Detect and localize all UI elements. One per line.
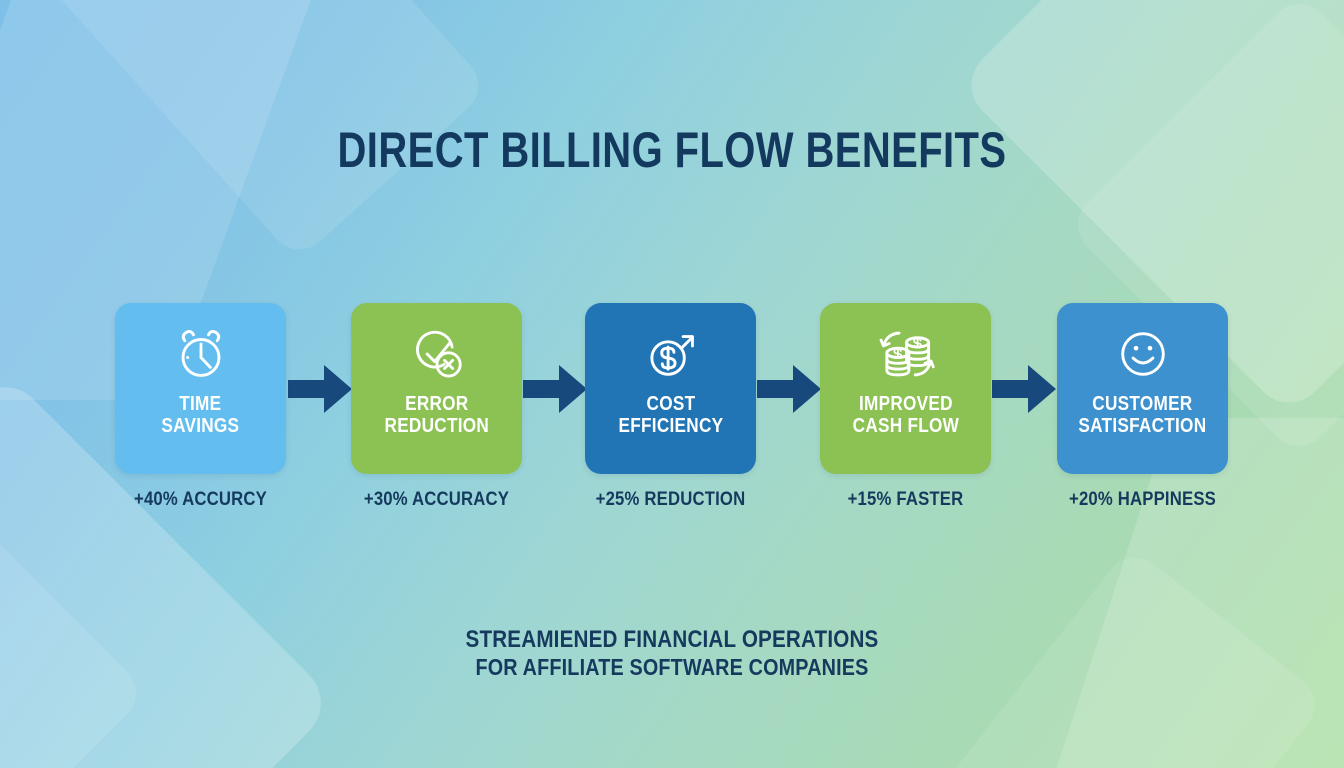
arrow-connector-3 [757,363,821,415]
arrow-connector-1 [288,363,352,415]
footer-line-1: STREAMIENED FINANCIAL OPERATIONS [465,626,879,653]
benefit-caption-1: +40% ACCURCY [134,489,267,510]
benefit-label-1: TIME SAVINGS [161,393,240,437]
benefit-caption-5: +20% HAPPINESS [1069,489,1216,510]
benefit-step-1[interactable]: TIME SAVINGS +40% ACCURCY [115,303,286,511]
coin-stacks-cycle-icon [877,325,935,383]
benefit-step-5[interactable]: CUSTOMER SATISFACTION +20% HAPPINESS [1057,303,1228,511]
benefit-step-3[interactable]: COST EFFICIENCY +25% REDUCTION [585,303,756,511]
arrow-connector-2 [523,363,587,415]
benefit-card-5[interactable]: CUSTOMER SATISFACTION [1057,303,1228,474]
benefit-card-2[interactable]: ERROR REDUCTION [351,303,522,474]
benefit-step-2[interactable]: ERROR REDUCTION +30% ACCURACY [351,303,522,511]
benefit-caption-4: +15% FASTER [847,489,964,510]
benefit-card-3[interactable]: COST EFFICIENCY [585,303,756,474]
benefit-caption-2: +30% ACCURACY [363,489,510,510]
footer-line-2: FOR AFFILIATE SOFTWARE COMPANIES [475,654,869,681]
smiley-face-icon [1114,325,1172,383]
alarm-clock-icon [172,325,230,383]
benefits-flow: TIME SAVINGS +40% ACCURCY ERROR REDUCTION +… [0,303,1344,518]
dollar-growth-icon [642,325,700,383]
benefit-label-2: ERROR REDUCTION [384,393,489,437]
footer-text: STREAMIENED FINANCIAL OPERATIONS FOR AFF… [0,626,1344,681]
benefit-card-4[interactable]: IMPROVED CASH FLOW [820,303,991,474]
benefit-caption-3: +25% REDUCTION [595,489,746,510]
benefit-label-4: IMPROVED CASH FLOW [852,393,959,437]
arrow-connector-4 [992,363,1056,415]
benefit-label-5: CUSTOMER SATISFACTION [1078,393,1207,437]
check-and-cross-icon [408,325,466,383]
page-title: DIRECT BILLING FLOW BENEFITS [337,122,1007,178]
benefit-card-1[interactable]: TIME SAVINGS [115,303,286,474]
benefit-label-3: COST EFFICIENCY [618,393,723,437]
benefit-step-4[interactable]: IMPROVED CASH FLOW +15% FASTER [820,303,991,511]
